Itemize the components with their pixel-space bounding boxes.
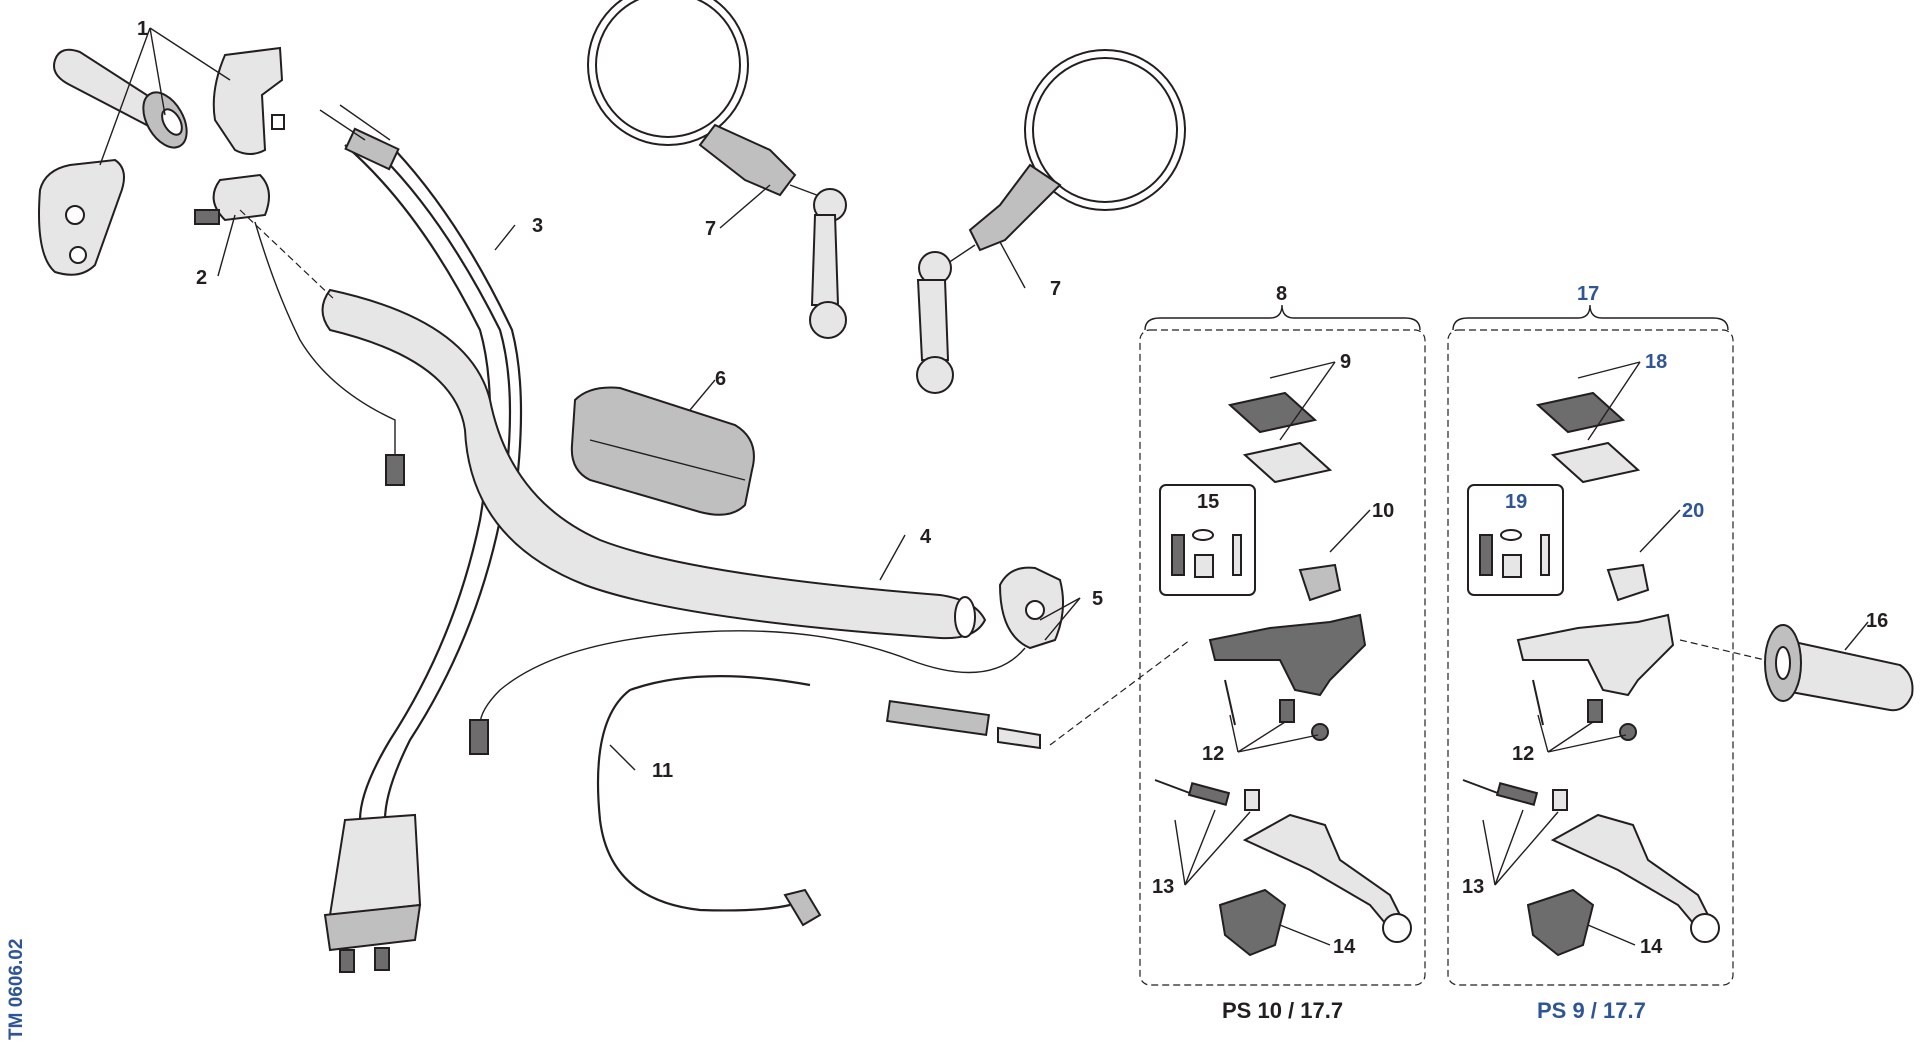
- throttle-housing-upper: [212, 46, 285, 155]
- callout-14-left: 14: [1333, 936, 1356, 958]
- variant-label-ps9: PS 9 / 17.7: [1537, 998, 1646, 1023]
- leader-lines: [99, 27, 1869, 946]
- axis-line-left: [239, 209, 336, 301]
- callout-8: 8: [1276, 283, 1287, 305]
- connector: [385, 454, 405, 486]
- callout-13-left: 13: [1152, 876, 1174, 898]
- variant-label-ps10: PS 10 / 17.7: [1222, 998, 1343, 1023]
- callout-20: 20: [1682, 500, 1704, 522]
- switch-block-connector: [323, 813, 422, 973]
- callout-12-left: 12: [1202, 743, 1224, 765]
- callout-15: 15: [1197, 491, 1219, 513]
- callout-16: 16: [1866, 610, 1888, 632]
- handlebar-pad: [570, 386, 755, 516]
- callout-5: 5: [1092, 588, 1103, 610]
- mirror-left: [587, 0, 847, 339]
- mirror-right: [916, 49, 1186, 394]
- connector-right: [469, 719, 489, 755]
- callout-4: 4: [920, 526, 932, 548]
- callout-12-right: 12: [1512, 743, 1534, 765]
- bracket-8: [1144, 304, 1421, 331]
- callout-11: 11: [652, 760, 673, 782]
- switch-wire: [479, 630, 1026, 726]
- callout-9: 9: [1340, 351, 1351, 373]
- throttle-housing-lower: [38, 158, 125, 276]
- kit-box-ps9: [1447, 304, 1734, 986]
- callout-17: 17: [1577, 283, 1599, 305]
- callout-14-right: 14: [1640, 936, 1663, 958]
- kit-box-ps10: [1139, 304, 1426, 986]
- kill-switch: [194, 173, 270, 225]
- right-grip: [1764, 624, 1914, 712]
- kill-switch-wire: [254, 221, 396, 460]
- callout-6: 6: [715, 368, 726, 390]
- callout-3: 3: [532, 215, 543, 237]
- axis-line-center: [1049, 639, 1191, 746]
- left-grip: [53, 48, 188, 149]
- callout-13-right: 13: [1462, 876, 1484, 898]
- drawing-code: TM 0606.02: [6, 939, 27, 1040]
- callout-7-left: 7: [705, 218, 716, 240]
- bracket-17: [1452, 304, 1729, 331]
- callout-19: 19: [1505, 491, 1527, 513]
- callout-10: 10: [1372, 500, 1394, 522]
- callout-18: 18: [1645, 351, 1667, 373]
- callout-2: 2: [196, 267, 207, 289]
- callout-1: 1: [137, 18, 148, 40]
- axis-line-right: [1679, 639, 1766, 661]
- clutch-cable: [596, 675, 1041, 927]
- right-switch: [998, 566, 1065, 650]
- callout-7-right: 7: [1050, 278, 1061, 300]
